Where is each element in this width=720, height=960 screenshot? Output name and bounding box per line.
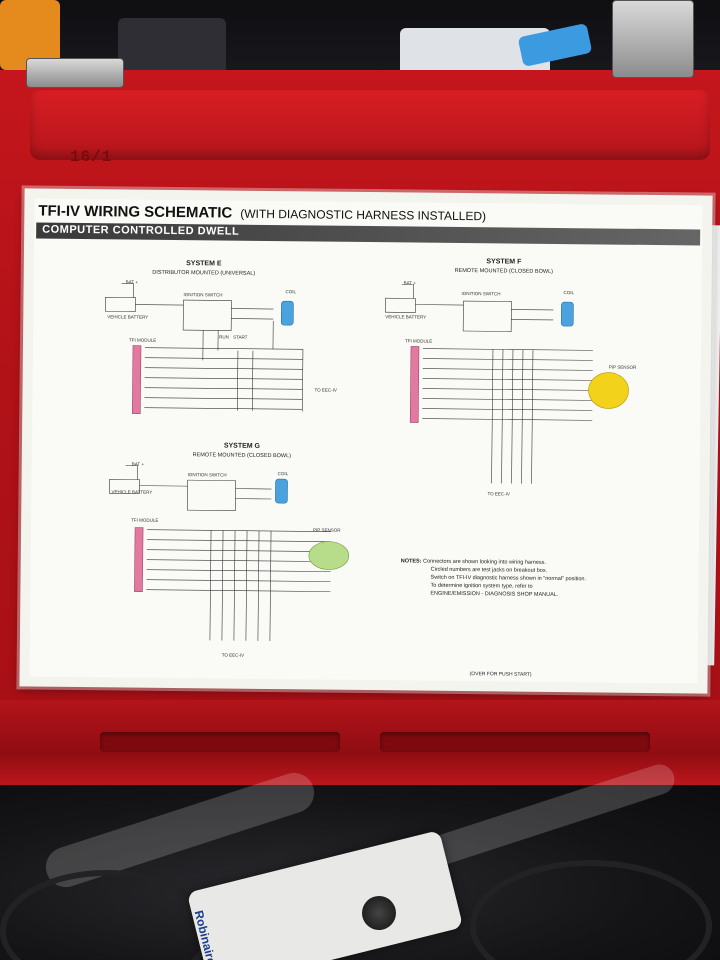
system-g-ignition-switch-box <box>186 479 236 511</box>
schematic-sheet-inner: TFI-IV WIRING SCHEMATIC(WITH DIAGNOSTIC … <box>29 198 703 684</box>
system-f-pip-sensor <box>588 372 629 409</box>
system-f-coil <box>560 301 574 327</box>
system-e-coil <box>280 300 294 326</box>
system-g-coil <box>275 478 288 504</box>
system-f-connector <box>409 346 420 423</box>
case-lid-rim <box>30 90 710 160</box>
system-f-diagram <box>385 284 593 484</box>
system-g-pip-sensor <box>308 541 350 570</box>
system-g-battery-box <box>109 479 140 494</box>
system-g-connector <box>134 527 144 592</box>
breakout-box-knob[interactable] <box>362 896 396 930</box>
schematic-sheet: TFI-IV WIRING SCHEMATIC(WITH DIAGNOSTIC … <box>19 188 713 694</box>
wiring-diagram <box>105 283 629 642</box>
case-hinge-slot <box>380 732 650 752</box>
system-e-connector <box>131 345 142 414</box>
system-e-battery-box <box>105 296 136 312</box>
system-e-diagram <box>105 283 304 412</box>
system-f-ignition-switch-box <box>462 300 512 332</box>
case-latch-left[interactable] <box>26 58 124 88</box>
case-stamp: 16/1 <box>70 148 113 166</box>
case-hinge-slot <box>100 732 340 752</box>
system-f-battery-box <box>385 297 416 313</box>
case-latch-right[interactable] <box>612 0 694 78</box>
system-e-ignition-switch-box <box>182 299 232 331</box>
system-g-diagram <box>109 465 332 642</box>
